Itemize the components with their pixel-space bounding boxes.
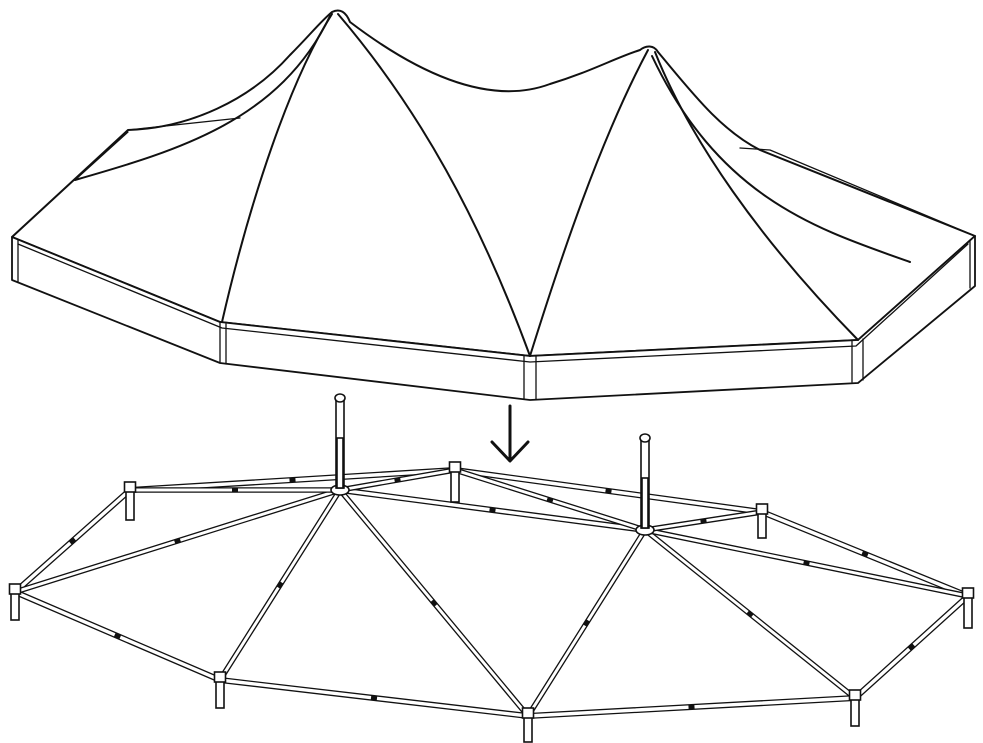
- frame-leg: [8, 583, 22, 621]
- frame-perimeter-pipe: [759, 509, 971, 599]
- frame-perimeter-pipe: [452, 467, 765, 515]
- pipe-joint: [546, 497, 554, 503]
- canopy-roof: [11, 9, 976, 357]
- frame-rafter-right: [642, 527, 858, 701]
- frame-rafter-left: [217, 487, 343, 683]
- roof-curve-left-eave: [74, 15, 331, 181]
- frame-rafter-left: [337, 467, 458, 493]
- pipe-joint: [605, 488, 612, 494]
- frame-leg: [961, 587, 975, 629]
- frame-rafter-left: [12, 487, 343, 595]
- pipe-joint: [394, 477, 401, 483]
- frame-perimeter-pipe: [525, 695, 858, 719]
- roof-seam-right-side: [654, 51, 859, 341]
- pipe-joint: [907, 643, 916, 651]
- pipe-joint: [583, 619, 590, 627]
- frame-leg: [521, 707, 535, 743]
- pipe-joint: [370, 695, 378, 701]
- frame-leg: [123, 481, 137, 521]
- frame-leg: [755, 503, 769, 539]
- pole-cap: [639, 433, 651, 443]
- pipe-joint: [803, 560, 810, 566]
- down-arrow-icon: [490, 404, 530, 463]
- frame-perimeter-pipe: [217, 677, 531, 719]
- pipe-joint: [113, 632, 122, 640]
- frame-rafter-right: [642, 509, 765, 533]
- valance-seams: [17, 239, 971, 400]
- frame-ridge-pipe: [337, 487, 648, 533]
- canopy-valance: [11, 235, 976, 401]
- frame-rafter-right: [525, 527, 648, 719]
- valance-rim: [17, 243, 969, 363]
- frame-rafter-left: [337, 487, 531, 719]
- frame-perimeter-pipe: [12, 589, 223, 683]
- pipe-joint: [700, 518, 707, 524]
- roof-eave-left: [74, 117, 241, 181]
- pipe-joint: [430, 599, 438, 607]
- roof-seam-right-peak: [529, 49, 649, 357]
- roof-seam-left-back: [337, 13, 531, 357]
- frame-perimeter-pipe: [852, 593, 971, 701]
- frame-leg: [848, 689, 862, 727]
- pipe-joint: [276, 581, 284, 589]
- tent-frame: [8, 393, 975, 743]
- frame-rafter-right: [452, 467, 648, 533]
- frame-leg: [448, 461, 462, 503]
- roof-curve-right-eave: [651, 55, 911, 263]
- pipe-joint: [861, 550, 869, 558]
- pole-cap: [334, 393, 346, 403]
- center-pole-right: [639, 433, 651, 529]
- roof-eave-right: [739, 147, 976, 237]
- frame-leg: [213, 671, 227, 709]
- pipe-joint: [746, 610, 754, 618]
- pipe-joint: [174, 538, 181, 544]
- pipe-joint: [489, 507, 496, 513]
- tent-canopy: [11, 9, 976, 401]
- pipe-joint: [68, 537, 77, 545]
- frame-perimeter-pipe: [12, 487, 133, 595]
- center-pole-left: [334, 393, 346, 489]
- frame-rafter-right: [642, 527, 971, 599]
- frame-perimeter-pipe: [127, 467, 458, 493]
